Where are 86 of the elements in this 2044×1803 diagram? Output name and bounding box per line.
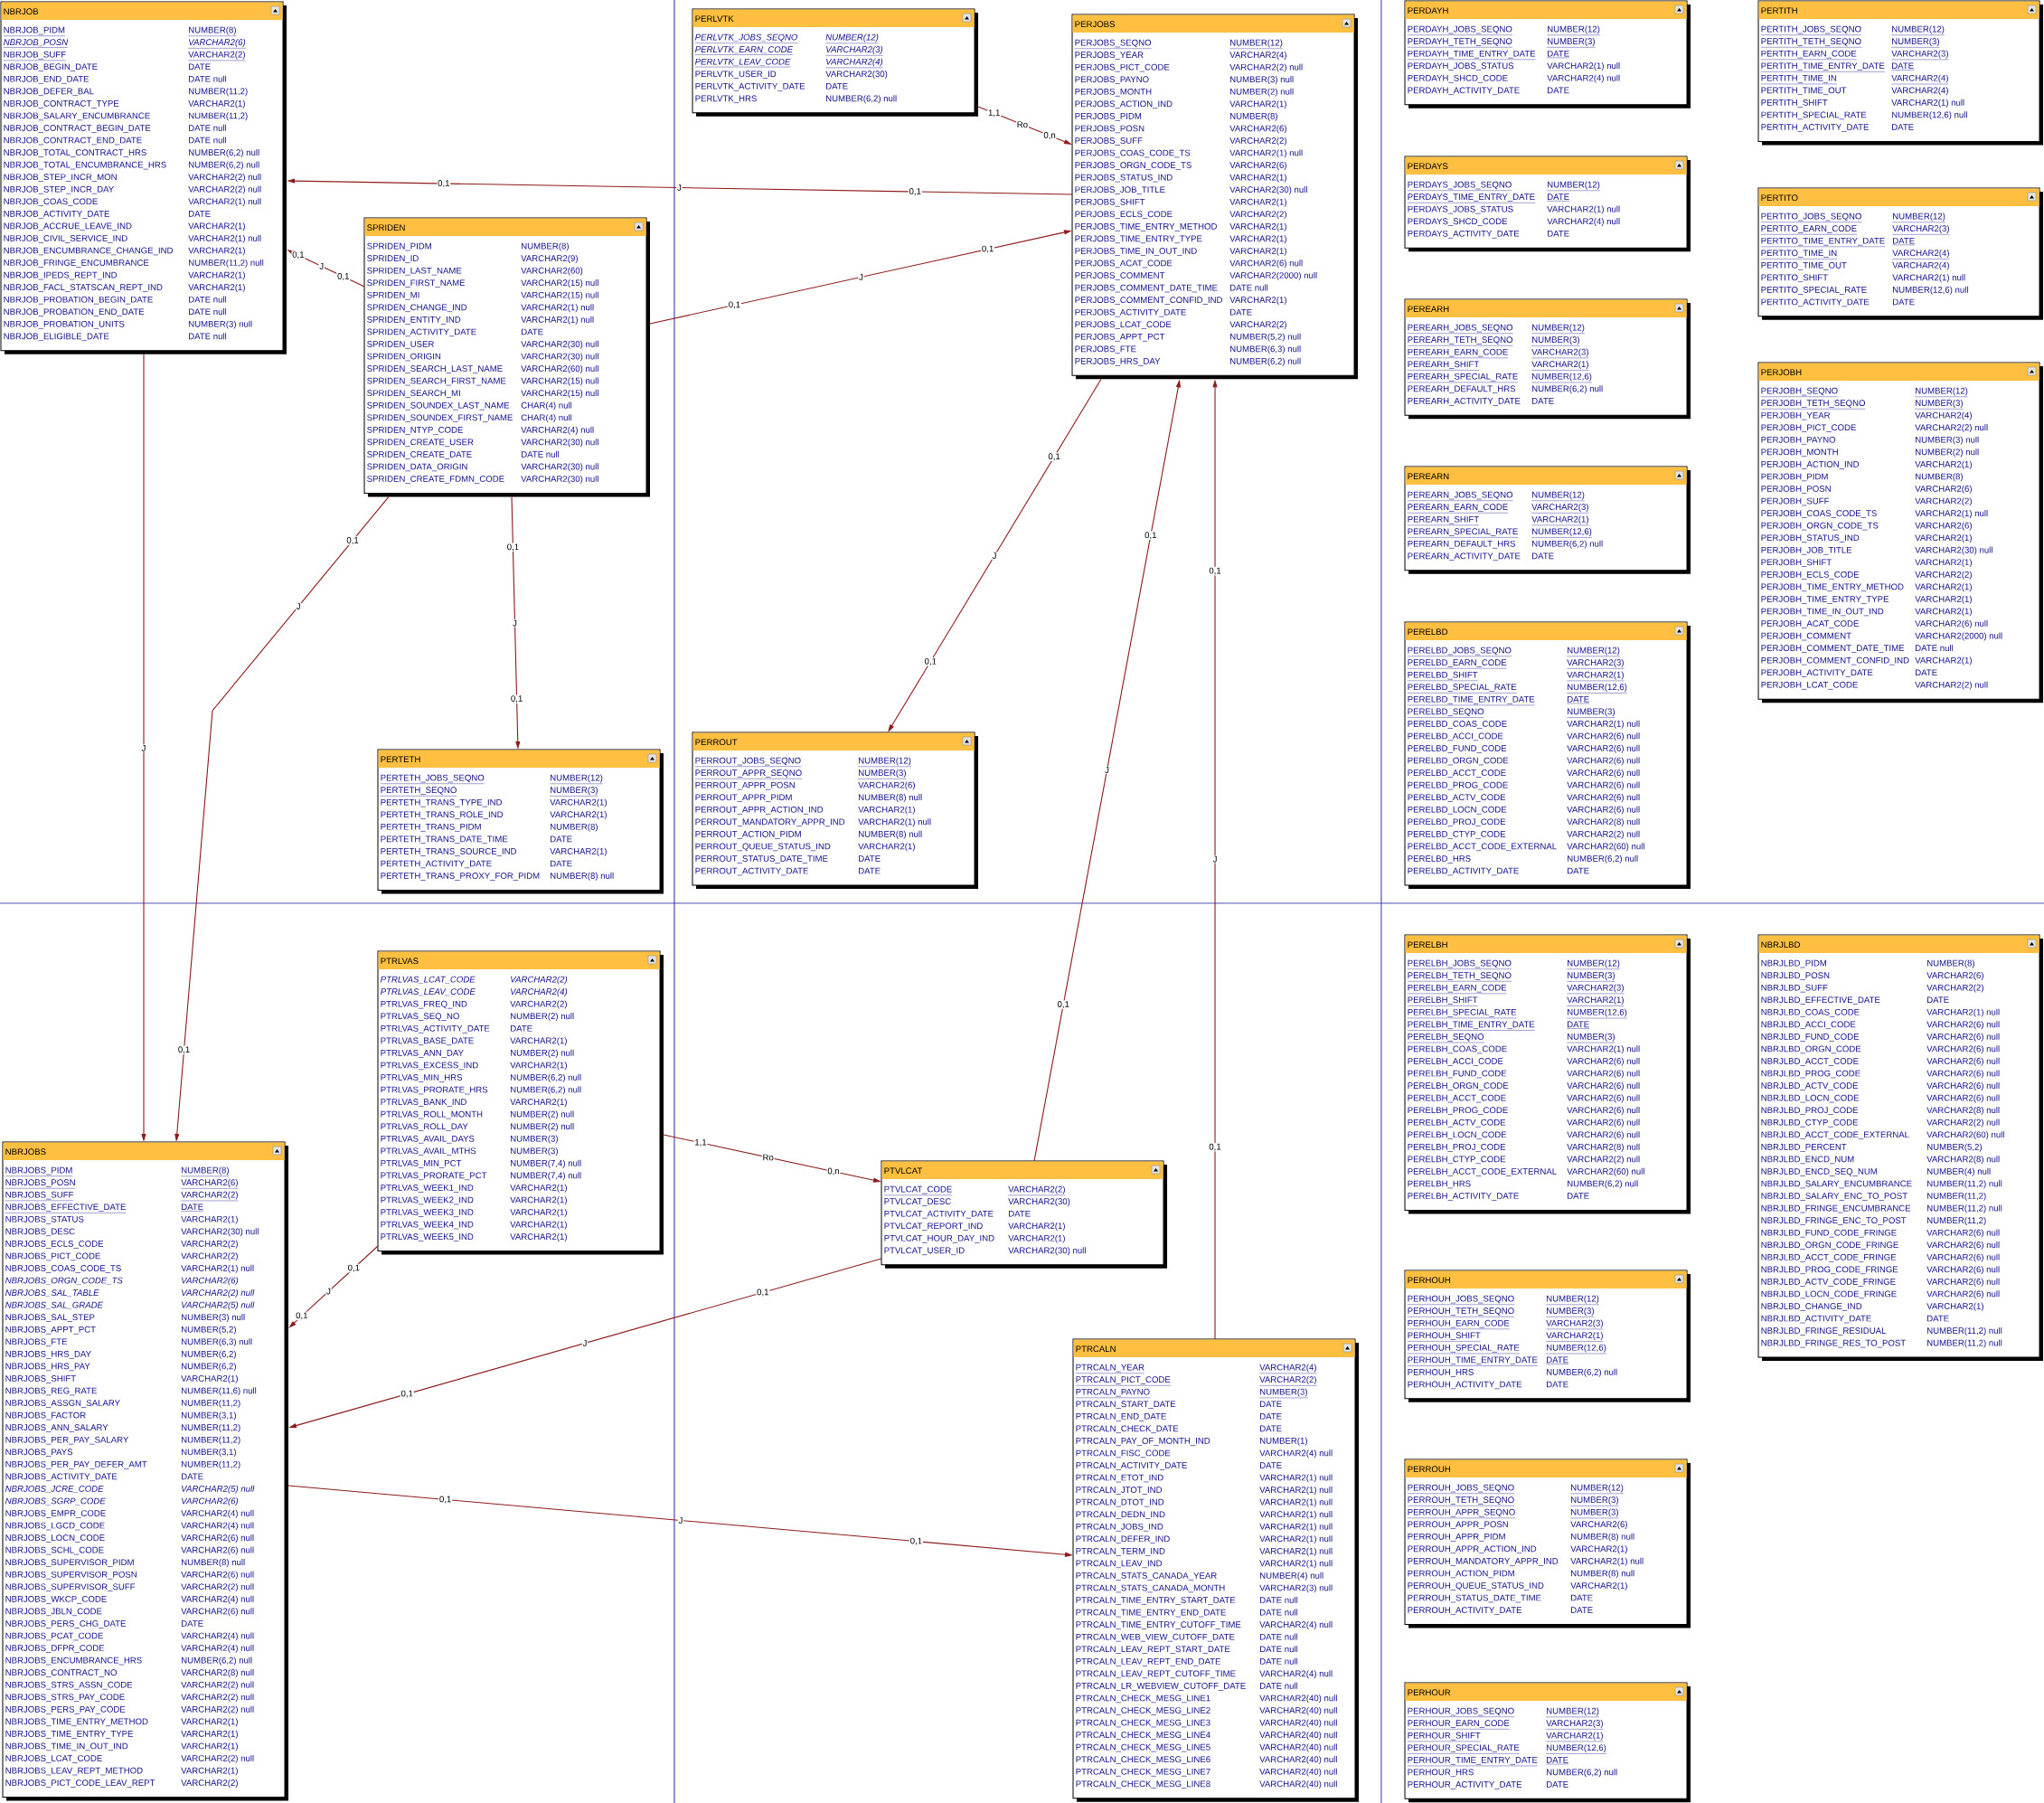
column-name: PTRLVAS_WEEK5_IND	[381, 1233, 474, 1241]
cardinality-label: 0,1	[345, 536, 360, 545]
edge-label: J	[140, 744, 147, 752]
cardinality-label: 0,1	[1047, 452, 1061, 461]
data-type: NUMBER(7,4) null	[511, 1159, 581, 1168]
column-name: PTRLVAS_MIN_PCT	[381, 1159, 462, 1168]
column-name: PTRLVAS_ROLL_DAY	[381, 1123, 468, 1131]
data-type: NUMBER(6,2) null	[511, 1086, 581, 1095]
data-type: VARCHAR2(1)	[510, 1098, 567, 1107]
data-type: NUMBER(7,4) null	[511, 1172, 581, 1181]
data-type: NUMBER(2) null	[511, 1049, 574, 1058]
column-name: PTRLVAS_WEEK2_IND	[381, 1196, 474, 1205]
data-type: DATE	[511, 1025, 532, 1032]
data-type: VARCHAR2(1)	[510, 1233, 567, 1241]
data-type: NUMBER(2) null	[511, 1110, 574, 1119]
edge-label: Ro	[761, 1153, 775, 1162]
cardinality-label: 0,1	[1208, 1142, 1222, 1152]
relationship-line	[288, 1245, 379, 1328]
edge-label: J	[325, 1287, 332, 1296]
column-name: PTRLVAS_ANN_DAY	[381, 1050, 464, 1058]
column-name: PTRLVAS_SEQ_NO	[381, 1013, 459, 1021]
edge-label: J	[1211, 855, 1219, 864]
table-title: PTRLVAS	[381, 958, 419, 965]
edge-label: J	[295, 602, 302, 610]
column-name: PTRLVAS_BASE_DATE	[381, 1037, 474, 1046]
edge-label: J	[1104, 766, 1110, 774]
column-name: PTRLVAS_FREQ_IND	[381, 1000, 467, 1009]
data-type: NUMBER(2) null	[511, 1123, 574, 1131]
cardinality-label: 0,1	[336, 272, 351, 281]
cardinality-label: 0,1	[1144, 531, 1158, 540]
edge-label: J	[677, 1516, 684, 1525]
data-type: VARCHAR2(2)	[511, 976, 568, 985]
cardinality-label: 0,1	[909, 1536, 923, 1546]
column-name: PTRLVAS_AVAIL_DAYS	[381, 1135, 475, 1144]
column-name: PTRLVAS_MIN_HRS	[381, 1074, 463, 1082]
edge-label: J	[512, 619, 518, 628]
cardinality-label: 0,1	[505, 543, 520, 552]
data-type: VARCHAR2(1)	[510, 1196, 567, 1205]
column-name: PTRLVAS_WEEK3_IND	[381, 1209, 474, 1217]
cardinality-label: 0,n	[1042, 131, 1057, 140]
data-type: VARCHAR2(4)	[511, 988, 568, 996]
column-name: PTRLVAS_ACTIVITY_DATE	[381, 1024, 490, 1034]
data-type: VARCHAR2(1)	[510, 1221, 567, 1230]
column-name: PTRLVAS_ROLL_MONTH	[381, 1110, 483, 1119]
cardinality-label: 0,1	[1056, 1000, 1070, 1009]
column-name: PTRLVAS_BANK_IND	[381, 1099, 466, 1107]
cardinality-label: 0,1	[437, 179, 451, 188]
data-type: VARCHAR2(1)	[510, 1062, 567, 1071]
column-name: PTRLVAS_WEEK1_IND	[381, 1185, 474, 1193]
data-type: NUMBER(6,2) null	[511, 1073, 581, 1082]
cardinality-label: 0,1	[1208, 566, 1222, 576]
edge-label: J	[581, 1339, 589, 1347]
data-type: VARCHAR2(1)	[510, 1184, 567, 1193]
cardinality-label: 0,1	[346, 1263, 361, 1273]
data-type: NUMBER(3)	[511, 1135, 558, 1144]
edge-label: J	[858, 273, 864, 281]
cardinality-label: 0,1	[295, 1311, 309, 1321]
edge-label: J	[318, 262, 325, 270]
data-type: VARCHAR2(1)	[510, 1208, 567, 1217]
cardinality-label: 0,1	[438, 1495, 453, 1505]
column-name: PTRLVAS_WEEK4_IND	[381, 1221, 474, 1230]
cardinality-label: 0,n	[826, 1166, 841, 1176]
cardinality-label: 1,1	[693, 1138, 708, 1147]
cardinality-label: 0,1	[177, 1045, 191, 1055]
cardinality-label: 0,1	[756, 1288, 770, 1298]
edge-label: Ro	[1015, 120, 1029, 128]
cardinality-label: 0,1	[908, 187, 922, 196]
cardinality-label: 1,1	[987, 109, 1002, 118]
column-name: PTRLVAS_PRORATE_HRS	[381, 1086, 488, 1095]
column-name: PTRLVAS_EXCESS_IND	[381, 1062, 478, 1071]
cardinality-label: 0,1	[400, 1389, 414, 1399]
edge-label: J	[991, 552, 998, 560]
data-type: NUMBER(3)	[511, 1147, 558, 1156]
column-name: PTRLVAS_PRORATE_PCT	[381, 1172, 487, 1181]
data-type: VARCHAR2(2)	[510, 1000, 567, 1009]
cardinality-label: 0,1	[510, 694, 524, 703]
column-name: PTRLVAS_LCAT_CODE	[381, 976, 476, 984]
data-type: NUMBER(2) null	[511, 1013, 574, 1022]
column-name: PTRLVAS_LEAV_CODE	[381, 988, 476, 996]
edge-label: J	[676, 184, 683, 192]
data-type: VARCHAR2(1)	[510, 1037, 567, 1046]
cardinality-label: 0,1	[981, 244, 995, 254]
column-name: PTRLVAS_AVAIL_MTHS	[381, 1147, 476, 1156]
cardinality-label: 0,1	[727, 300, 741, 310]
cardinality-label: 0,1	[291, 250, 306, 260]
cardinality-label: 0,1	[923, 657, 937, 666]
